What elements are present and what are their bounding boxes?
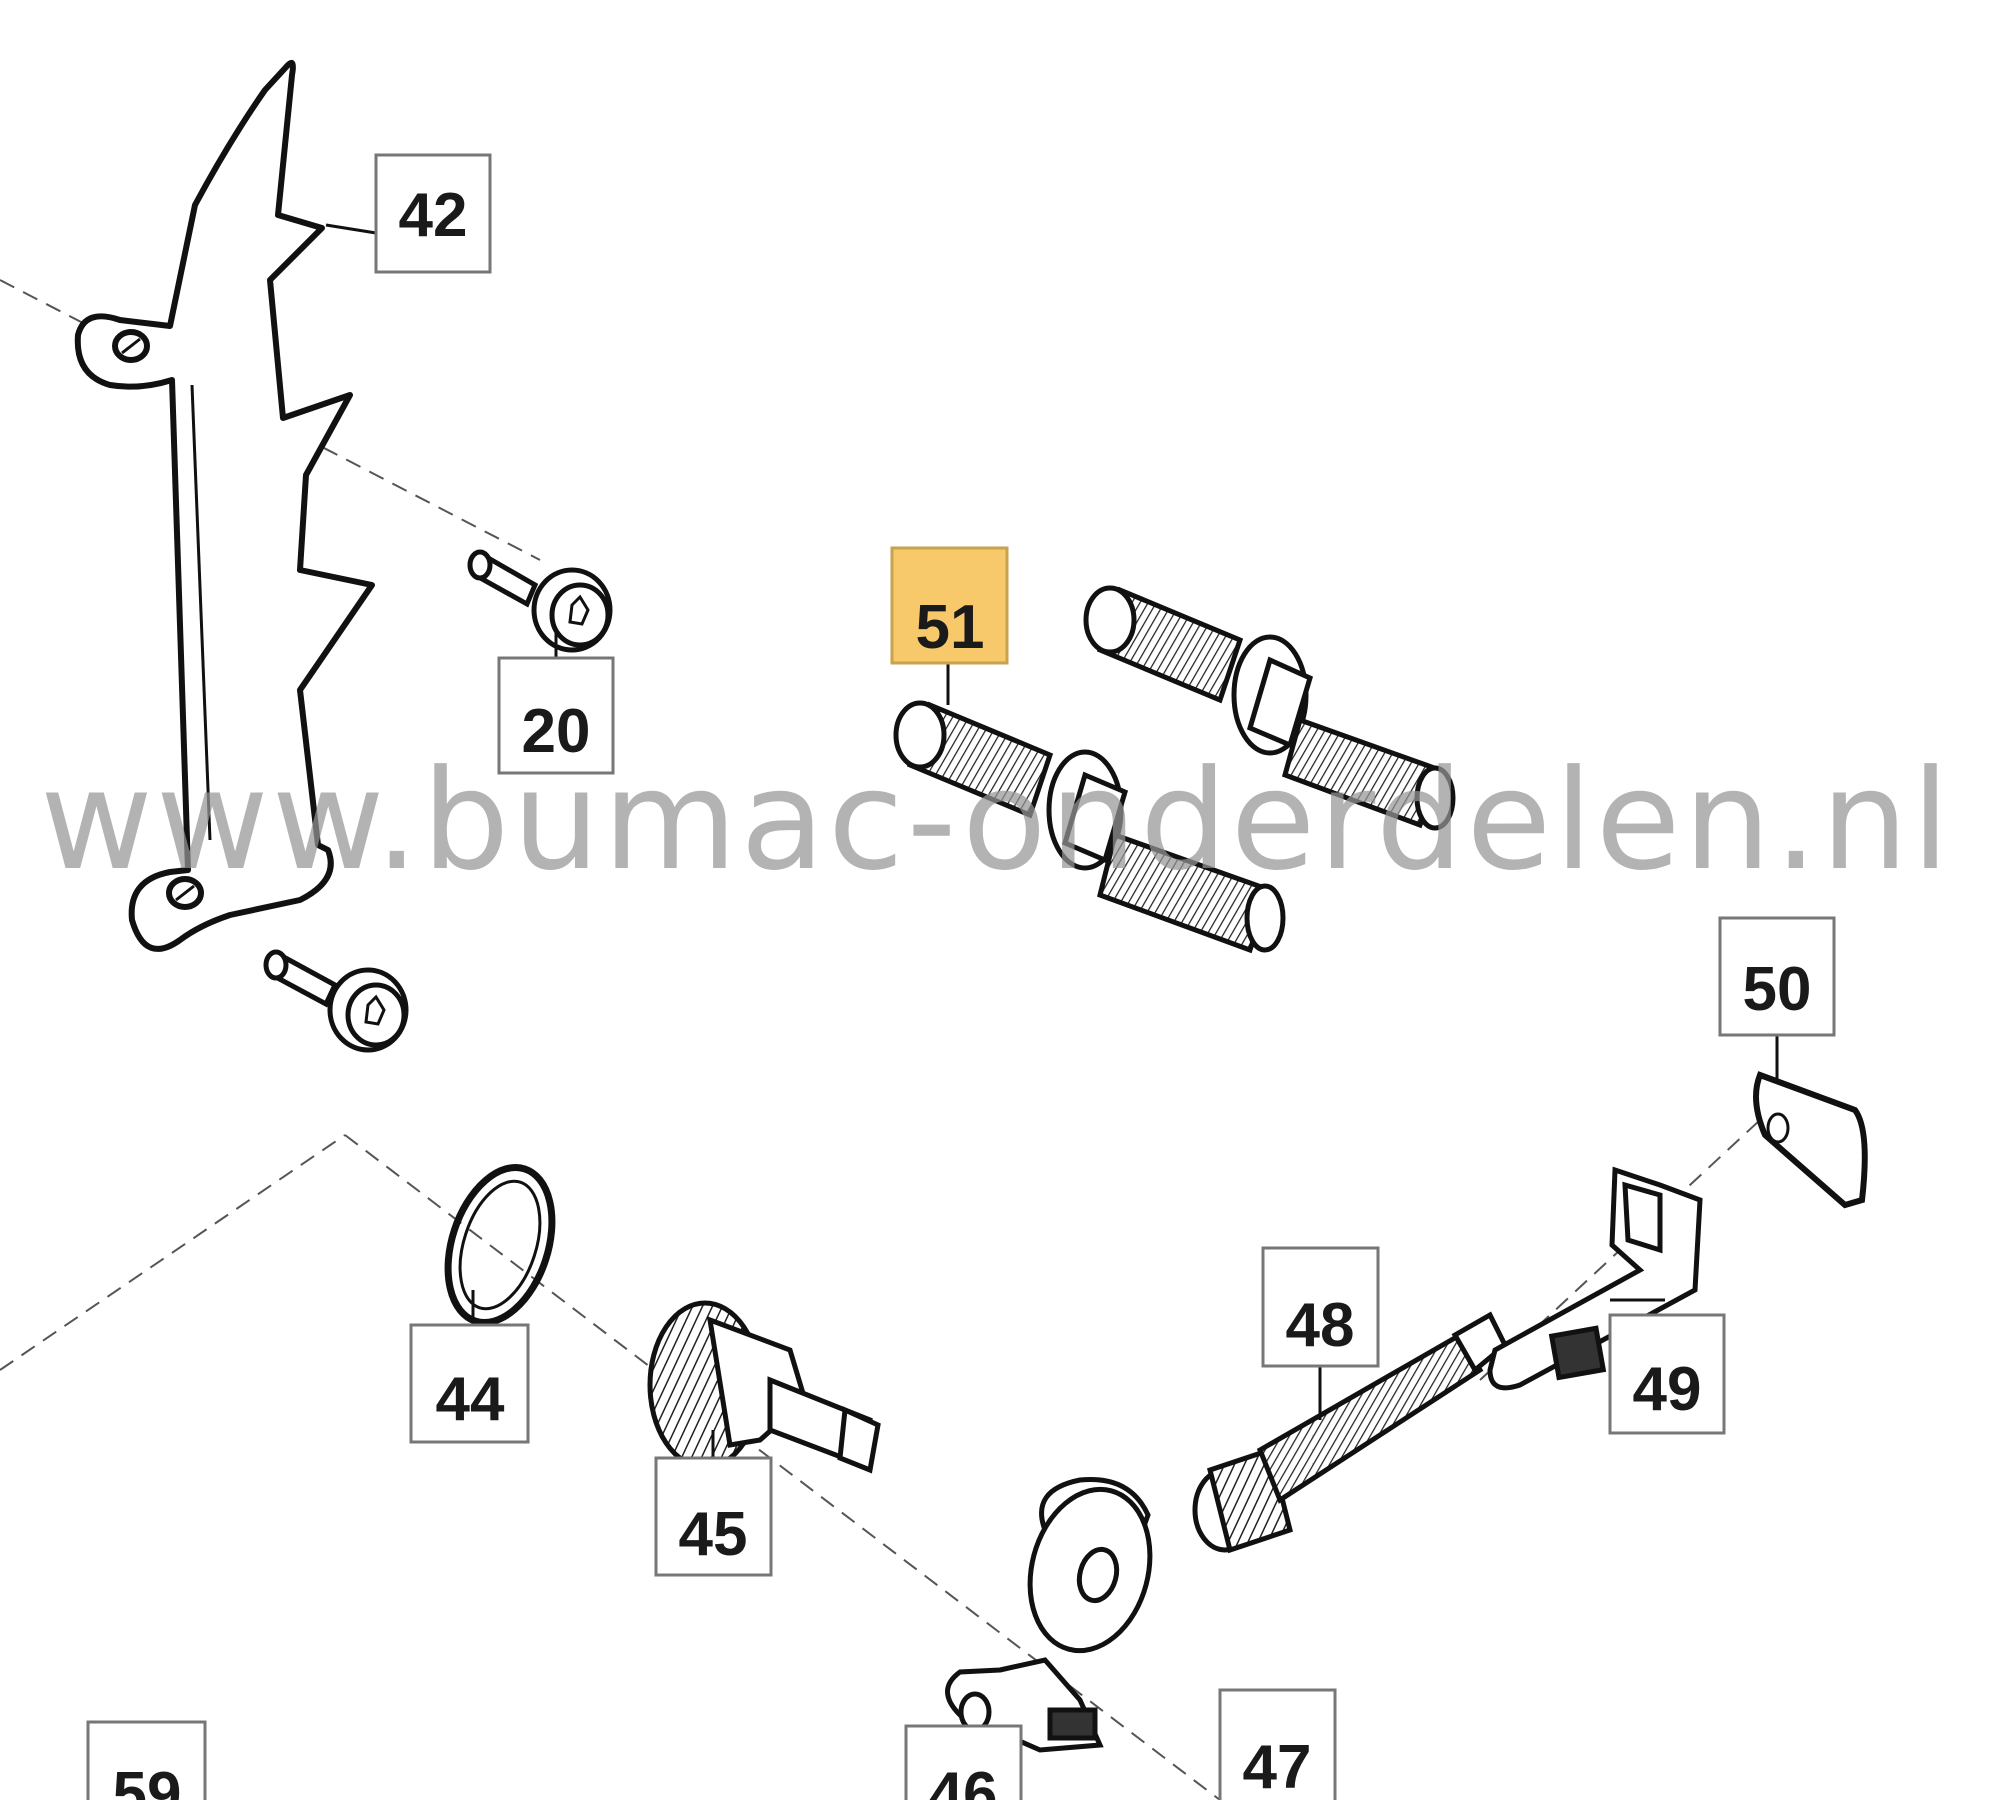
- tensioner-slider-part: [1487, 1166, 1703, 1391]
- highlight-box: [890, 546, 1009, 665]
- callout-44: 44: [409, 1323, 530, 1444]
- svg-text:50: 50: [1743, 955, 1812, 1024]
- callout-47: 47: [1218, 1688, 1337, 1800]
- tensioner-screw-part: [1192, 1311, 1509, 1554]
- callout-42: 42: [374, 153, 492, 274]
- callout-46: 46: [904, 1724, 1023, 1800]
- svg-text:46: 46: [929, 1760, 998, 1800]
- svg-text:44: 44: [436, 1365, 505, 1434]
- plate-nut-part: [1753, 1071, 1868, 1209]
- spiked-bumper-part: [74, 60, 375, 952]
- torx-screw-lower: [263, 949, 409, 1053]
- o-ring-part: [444, 1163, 556, 1327]
- callout-49: 49: [1608, 1313, 1726, 1435]
- bar-stud-rear: [1083, 585, 1456, 831]
- callout-59: 59: [86, 1720, 207, 1800]
- svg-text:51: 51: [916, 593, 985, 662]
- svg-text:47: 47: [1243, 1733, 1312, 1800]
- svg-text:45: 45: [679, 1500, 748, 1569]
- svg-text:59: 59: [113, 1760, 182, 1800]
- bar-stud-front: [893, 700, 1286, 954]
- torx-screw-upper: [467, 549, 613, 653]
- guide-plate-part: [945, 1476, 1153, 1753]
- callout-51-highlighted: 51: [890, 546, 1009, 665]
- watermark-text: www.bumac-onderdelen.nl: [40, 740, 1953, 901]
- callout-20: 20: [497, 656, 615, 775]
- callout-45: 45: [654, 1456, 773, 1577]
- svg-text:42: 42: [399, 181, 468, 250]
- svg-text:48: 48: [1286, 1291, 1355, 1360]
- worm-gear-part: [647, 1300, 881, 1474]
- callout-48: 48: [1261, 1246, 1380, 1368]
- svg-text:49: 49: [1633, 1355, 1702, 1424]
- svg-text:20: 20: [522, 697, 591, 766]
- callout-leaders: [325, 223, 1779, 1458]
- callout-50: 50: [1718, 916, 1836, 1037]
